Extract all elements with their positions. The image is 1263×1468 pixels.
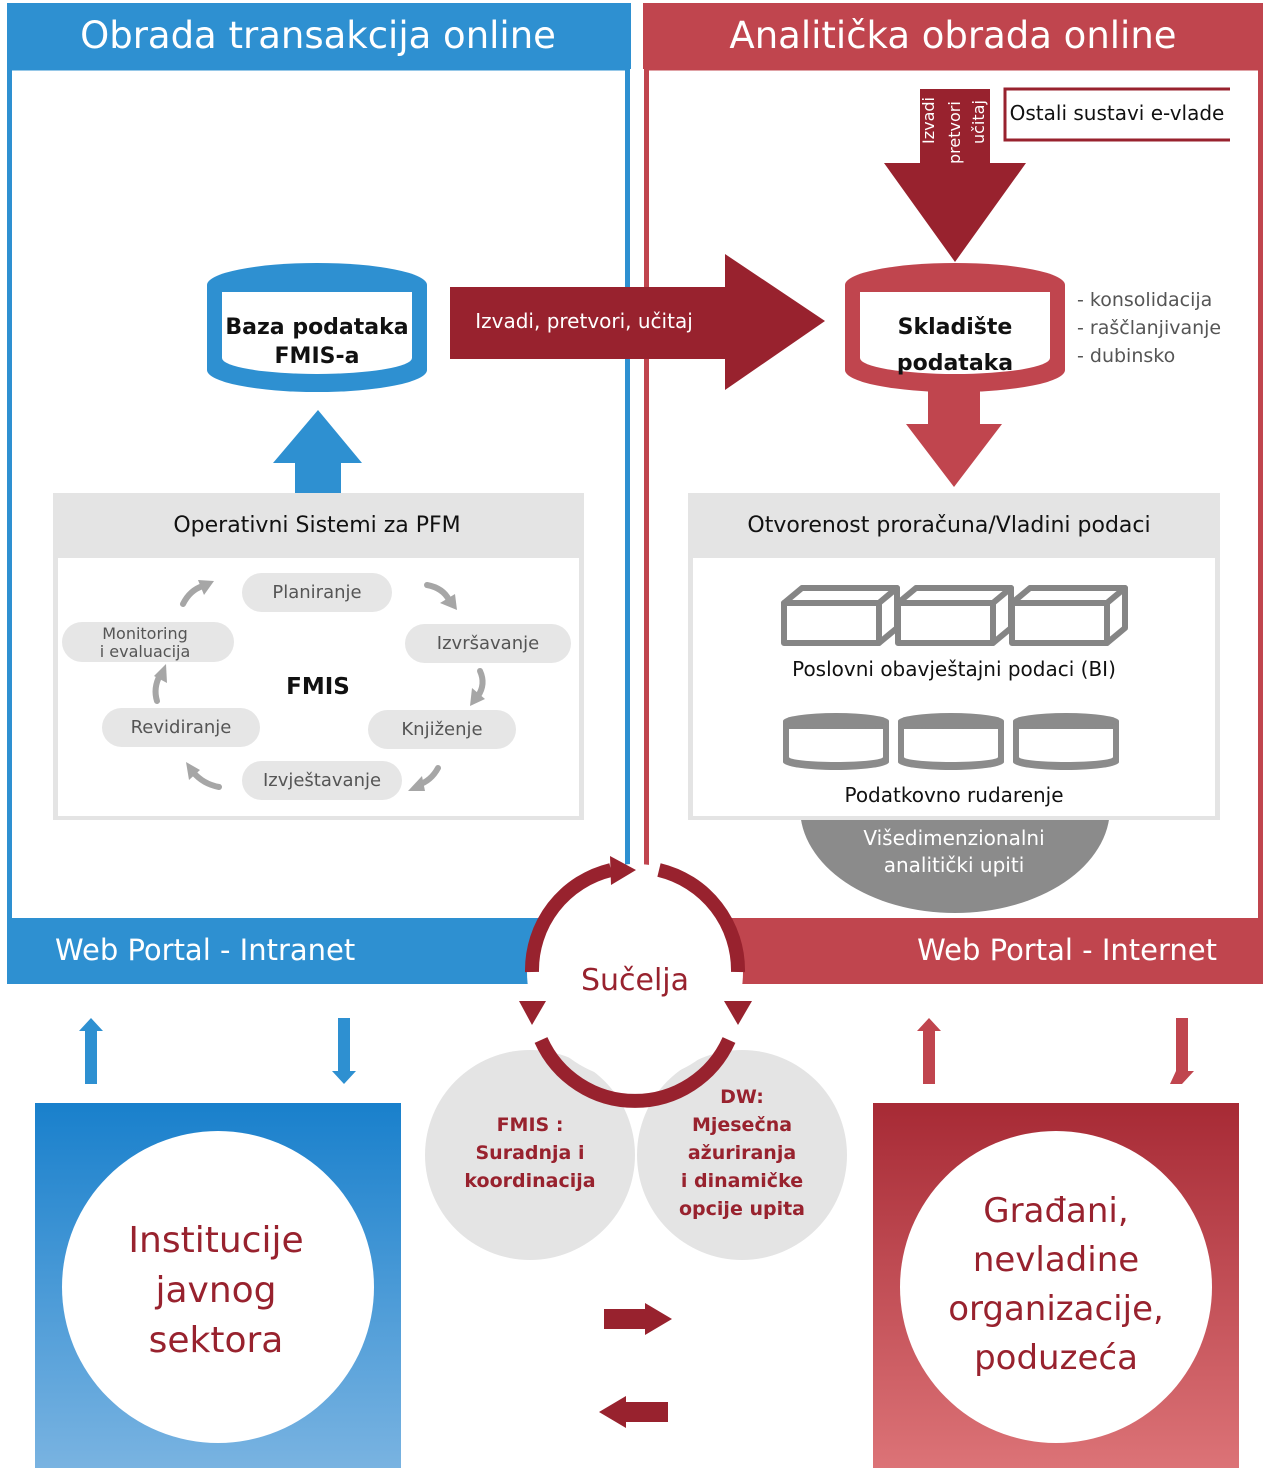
ops-title: Operativni Sistemi za PFM: [173, 513, 460, 538]
down-arrow-icon-right: [1170, 1018, 1194, 1084]
right-panel-title: Analitička obrada online: [729, 14, 1176, 57]
label-planiranje: Planiranje: [272, 582, 361, 603]
fmis-database-icon: [207, 263, 427, 392]
cycle-arrowheads: [154, 580, 485, 791]
left-panel-title: Obrada transakcija online: [80, 14, 556, 57]
other-systems-label: Ostali sustavi e-vlade: [1010, 101, 1225, 125]
down-arrow-icon-left: [332, 1018, 356, 1084]
label-knjizenje: Knjiženje: [401, 719, 482, 740]
internet-bar: [643, 918, 1263, 984]
right-header-bar: [643, 3, 1263, 69]
left-header-bar: [7, 3, 631, 69]
fmis-db-label-1: Baza podataka: [225, 315, 408, 340]
dw-info-2: Mjesečna: [692, 1114, 792, 1136]
cube-icon-3: [1009, 585, 1128, 646]
label-izvrsavanje: Izvršavanje: [437, 633, 539, 654]
pill-izvjestavanje: [242, 761, 402, 800]
interfaces-white-disc: [527, 864, 743, 1080]
olap-semicircle: [800, 808, 1110, 913]
open-data-title: Otvorenost proračuna/Vladini podaci: [747, 513, 1150, 538]
label-izvjestavanje: Izvještavanje: [263, 770, 381, 791]
interfaces-cycle-icon: [519, 856, 752, 1108]
dw-label-1: Skladište: [898, 315, 1013, 340]
pill-knjizenje: [368, 710, 516, 749]
fmis-db-label-2: FMIS-a: [275, 344, 360, 369]
data-warehouse-icon: [845, 263, 1065, 392]
etl-arrow-icon: [450, 254, 825, 390]
dw-note-2: - raščlanjivanje: [1077, 317, 1221, 339]
label-revidiranje: Revidiranje: [131, 717, 232, 738]
fmis-cooperation-circle: [425, 1050, 635, 1260]
dw-label-2: podataka: [897, 351, 1013, 376]
interfaces-label: Sučelja: [581, 963, 689, 998]
etl-arrow-label: Izvadi, pretvori, učitaj: [475, 309, 693, 333]
bi-label: Poslovni obavještajni podaci (BI): [792, 657, 1116, 681]
cycle-arrow-icon-1: [424, 582, 452, 603]
public-sector-circle: [62, 1131, 374, 1443]
dw-updates-circle: [637, 1050, 847, 1260]
cube-icon-1: [781, 585, 900, 646]
public-sector-line-2: javnog: [154, 1270, 276, 1311]
drum-icon-2: [898, 713, 1004, 770]
fmis-coop-1: FMIS :: [497, 1114, 564, 1136]
citizens-line-4: poduzeća: [974, 1338, 1138, 1378]
label-monitoring-2: i evaluacija: [100, 642, 191, 661]
dw-info-4: i dinamičke: [681, 1170, 803, 1192]
label-monitoring-1: Monitoring: [102, 624, 188, 643]
citizens-line-1: Građani,: [983, 1191, 1128, 1231]
pill-monitoring: [62, 622, 234, 662]
citizens-line-2: nevladine: [973, 1240, 1139, 1280]
dw-info-5: opcije upita: [679, 1198, 805, 1220]
etl-vertical-1: Izvadi: [919, 97, 938, 144]
citizens-line-3: organizacije,: [948, 1289, 1164, 1329]
fmis-coop-3: koordinacija: [464, 1170, 595, 1192]
etl-vertical-2: pretvori: [945, 101, 964, 164]
etl-vertical-3: učitaj: [969, 100, 988, 144]
up-arrow-icon-left: [79, 1018, 103, 1084]
public-sector-line-3: sektora: [149, 1320, 284, 1361]
cycle-center-label: FMIS: [286, 674, 350, 700]
mining-drum-icons: [783, 713, 1119, 770]
pill-revidiranje: [102, 708, 260, 747]
up-arrow-icon: [273, 410, 362, 496]
dw-note-3: - dubinsko: [1077, 345, 1175, 367]
dw-note-1: - konsolidacija: [1077, 289, 1212, 311]
drum-icon-1: [783, 713, 889, 770]
drum-icon-3: [1013, 713, 1119, 770]
down-arrow-icon-top: [884, 89, 1026, 262]
public-sector-line-1: Institucije: [128, 1220, 303, 1261]
down-arrow-icon: [906, 390, 1002, 487]
right-arrow-icon: [604, 1303, 672, 1335]
pill-izvrsavanje: [405, 624, 571, 663]
cube-icon-2: [895, 585, 1014, 646]
dw-info-1: DW:: [720, 1086, 764, 1108]
internet-label: Web Portal - Internet: [917, 933, 1217, 967]
dw-info-3: ažuriranja: [688, 1142, 796, 1164]
intranet-label: Web Portal - Intranet: [55, 933, 355, 967]
fmis-coop-2: Suradnja i: [476, 1142, 585, 1164]
cycle-arrow-icon-2: [475, 668, 486, 699]
left-arrow-icon: [599, 1396, 668, 1428]
pill-planiranje: [242, 573, 392, 612]
up-arrow-icon-right: [917, 1018, 941, 1084]
citizens-circle: [900, 1131, 1212, 1443]
olap-label-1: Višedimenzionalni: [863, 826, 1044, 850]
bi-cube-icons: [781, 585, 1128, 646]
mining-label: Podatkovno rudarenje: [844, 783, 1063, 807]
olap-label-2: analitički upiti: [884, 853, 1025, 877]
other-systems-connector: [1003, 87, 1230, 142]
